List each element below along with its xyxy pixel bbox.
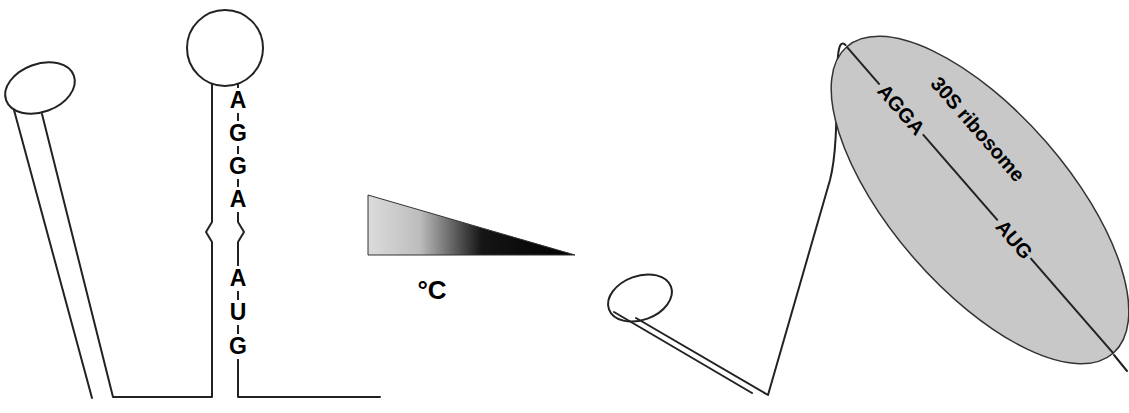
hairpin-loop xyxy=(187,10,263,86)
nucleotide-letter: G xyxy=(227,154,249,179)
rna-strand xyxy=(1114,355,1127,371)
nucleotide-letter: A xyxy=(228,187,249,212)
temperature-wedge xyxy=(368,195,575,255)
rna-strand xyxy=(14,110,92,398)
nucleotide-letter: G xyxy=(227,121,249,146)
nucleotide-letter: A xyxy=(228,88,249,113)
hairpin-loop xyxy=(0,53,82,123)
ribosome-ellipse: 30S ribosomeAGGAAUG xyxy=(778,0,1129,413)
nucleotide-letter: G xyxy=(227,334,249,359)
mrna-strand xyxy=(847,47,1113,353)
ellipse-outline xyxy=(778,0,1129,413)
rna-strand xyxy=(238,84,380,397)
rna-strand xyxy=(42,84,212,397)
temperature-label: °C xyxy=(415,276,448,304)
nucleotide-letter: U xyxy=(228,300,249,325)
ribosome-shape xyxy=(780,0,1129,411)
nucleotide-letter: A xyxy=(228,266,249,291)
rna-strand xyxy=(614,312,752,393)
rna-strand xyxy=(636,43,846,395)
